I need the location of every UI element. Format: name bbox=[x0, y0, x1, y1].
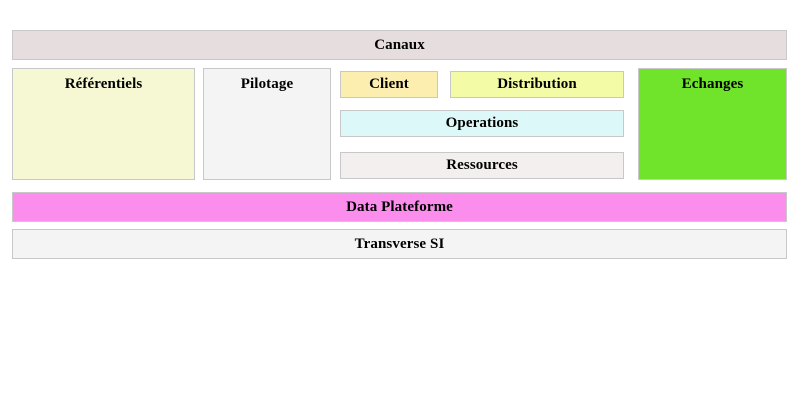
column-pilotage-label: Pilotage bbox=[240, 76, 294, 92]
cell-operations[interactable]: Operations bbox=[340, 110, 624, 137]
column-referentiels[interactable]: Référentiels bbox=[12, 68, 195, 180]
cell-distribution[interactable]: Distribution bbox=[450, 71, 624, 98]
band-transverse-si-label: Transverse SI bbox=[354, 235, 445, 252]
column-referentiels-label: Référentiels bbox=[64, 76, 143, 92]
cell-client-label: Client bbox=[369, 76, 409, 92]
band-data-plateforme[interactable]: Data Plateforme bbox=[12, 192, 787, 222]
cell-distribution-label: Distribution bbox=[497, 76, 577, 92]
cell-ressources-label: Ressources bbox=[446, 157, 518, 173]
cell-ressources[interactable]: Ressources bbox=[340, 152, 624, 179]
column-pilotage[interactable]: Pilotage bbox=[203, 68, 331, 180]
band-data-plateforme-label: Data Plateforme bbox=[346, 198, 453, 215]
band-canaux[interactable]: Canaux bbox=[12, 30, 787, 60]
band-transverse-si[interactable]: Transverse SI bbox=[12, 229, 787, 259]
column-echanges-label: Echanges bbox=[681, 76, 744, 92]
cell-operations-label: Operations bbox=[445, 115, 519, 131]
column-echanges[interactable]: Echanges bbox=[638, 68, 787, 180]
band-canaux-label: Canaux bbox=[374, 36, 425, 53]
cell-client[interactable]: Client bbox=[340, 71, 438, 98]
